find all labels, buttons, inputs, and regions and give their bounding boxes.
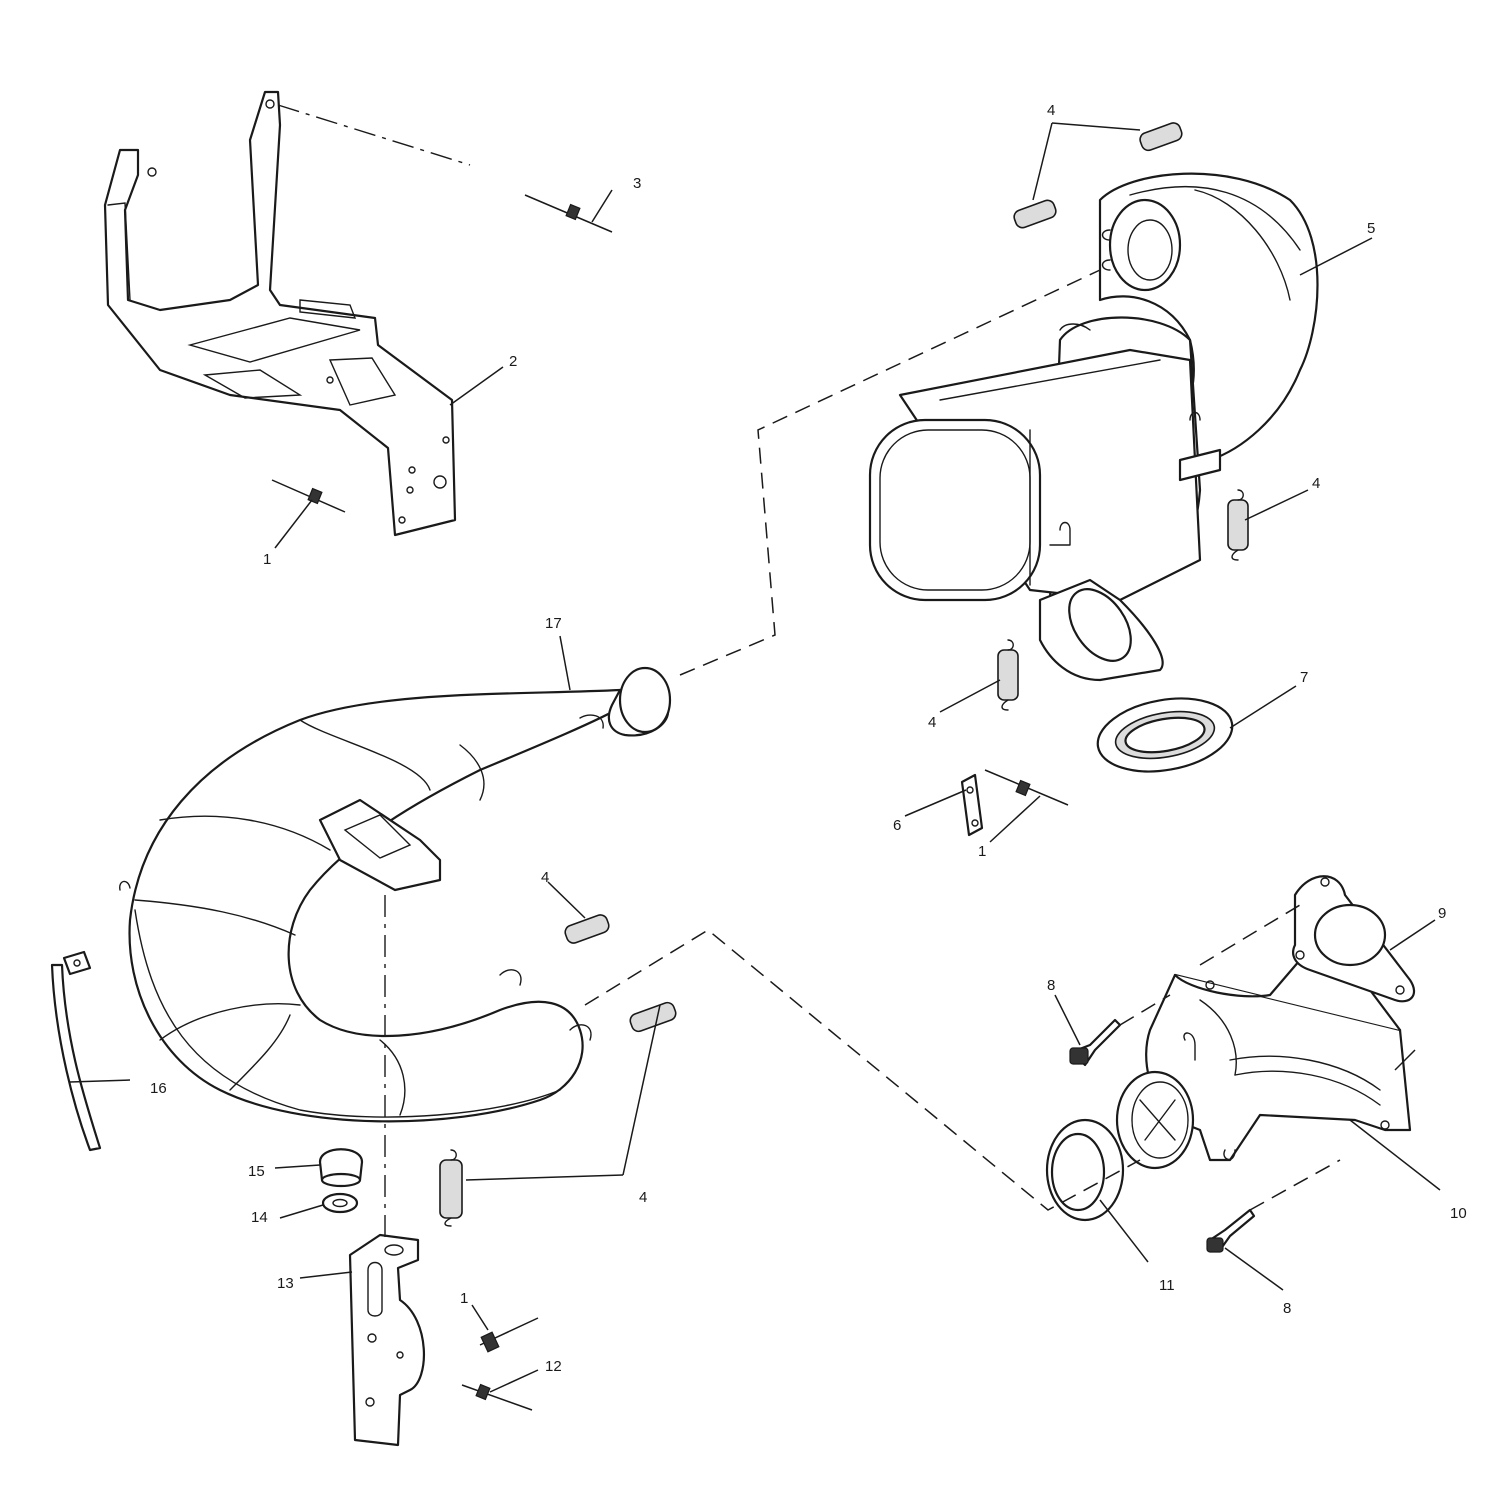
callout-10: 10 [1450,1205,1467,1222]
part-4-spring-mid [997,639,1019,711]
part-4-spring-right [1227,489,1249,561]
part-7-seal [1096,697,1234,773]
assembly-line-pipe-to-muffler [679,269,1101,676]
assembly-line-lower-bolt [1249,1159,1341,1211]
part-1-bolt-lower [479,1317,539,1353]
callout-4-top: 4 [1047,102,1055,119]
part-15-bumper [318,1148,364,1188]
callout-12: 12 [545,1358,562,1375]
part-5-muffler [868,172,1319,682]
part-13-lower-bracket [348,1233,426,1447]
part-4-spring-lower [439,1149,463,1227]
part-8-bolt-lower [1206,1208,1256,1253]
callout-1-lower: 1 [460,1290,468,1307]
callout-labels: 1 2 3 4 5 4 17 7 4 6 1 4 9 8 16 15 4 10 … [150,102,1467,1375]
part-4-spring-center [564,914,610,944]
part-3-bolt [524,194,613,233]
callout-1-mid: 1 [978,843,986,860]
callout-4-lower: 4 [639,1189,647,1206]
callout-4-right: 4 [1312,475,1320,492]
callout-11: 11 [1159,1277,1175,1294]
callout-8-lower: 8 [1283,1300,1291,1317]
callout-8-upper: 8 [1047,977,1055,994]
part-8-bolt-upper [1069,1018,1122,1067]
callout-5: 5 [1367,220,1375,237]
leader-lines [69,122,1441,1393]
callout-3: 3 [633,175,641,192]
callout-6: 6 [893,817,901,834]
part-2-bracket [103,90,457,537]
callout-4-mid: 4 [928,714,936,731]
part-4-spring-top-left [1013,199,1057,229]
callout-15: 15 [248,1163,265,1180]
callout-13: 13 [277,1275,294,1292]
callout-16: 16 [150,1080,167,1097]
assembly-line-bracket-stud [277,104,471,166]
part-16-strap [50,950,102,1152]
part-4-spring-top-right [1139,122,1183,152]
part-6-plate [960,773,984,837]
assembly-line-pipe-to-manifold [584,929,1141,1211]
part-14-washer [321,1192,359,1214]
part-17-exhaust-pipe [119,666,672,1123]
assembly-line-gasket [1199,904,1301,966]
part-12-bolt [461,1383,533,1411]
part-1-bolt-mid [984,769,1069,806]
assembly-line-upper-bolt [1119,994,1171,1026]
part-4-spring-lower-right [629,1001,677,1033]
callout-2: 2 [509,353,517,370]
part-1-bolt-upper [271,479,346,513]
callout-1-upper: 1 [263,551,271,568]
callout-7: 7 [1300,669,1308,686]
part-11-ring-seal [1045,1118,1125,1222]
callout-17: 17 [545,615,562,632]
part-9-gasket [1292,875,1416,1003]
callout-14: 14 [251,1209,268,1226]
callout-4-center: 4 [541,869,549,886]
callout-9: 9 [1438,905,1446,922]
part-10-manifold [1115,958,1412,1170]
